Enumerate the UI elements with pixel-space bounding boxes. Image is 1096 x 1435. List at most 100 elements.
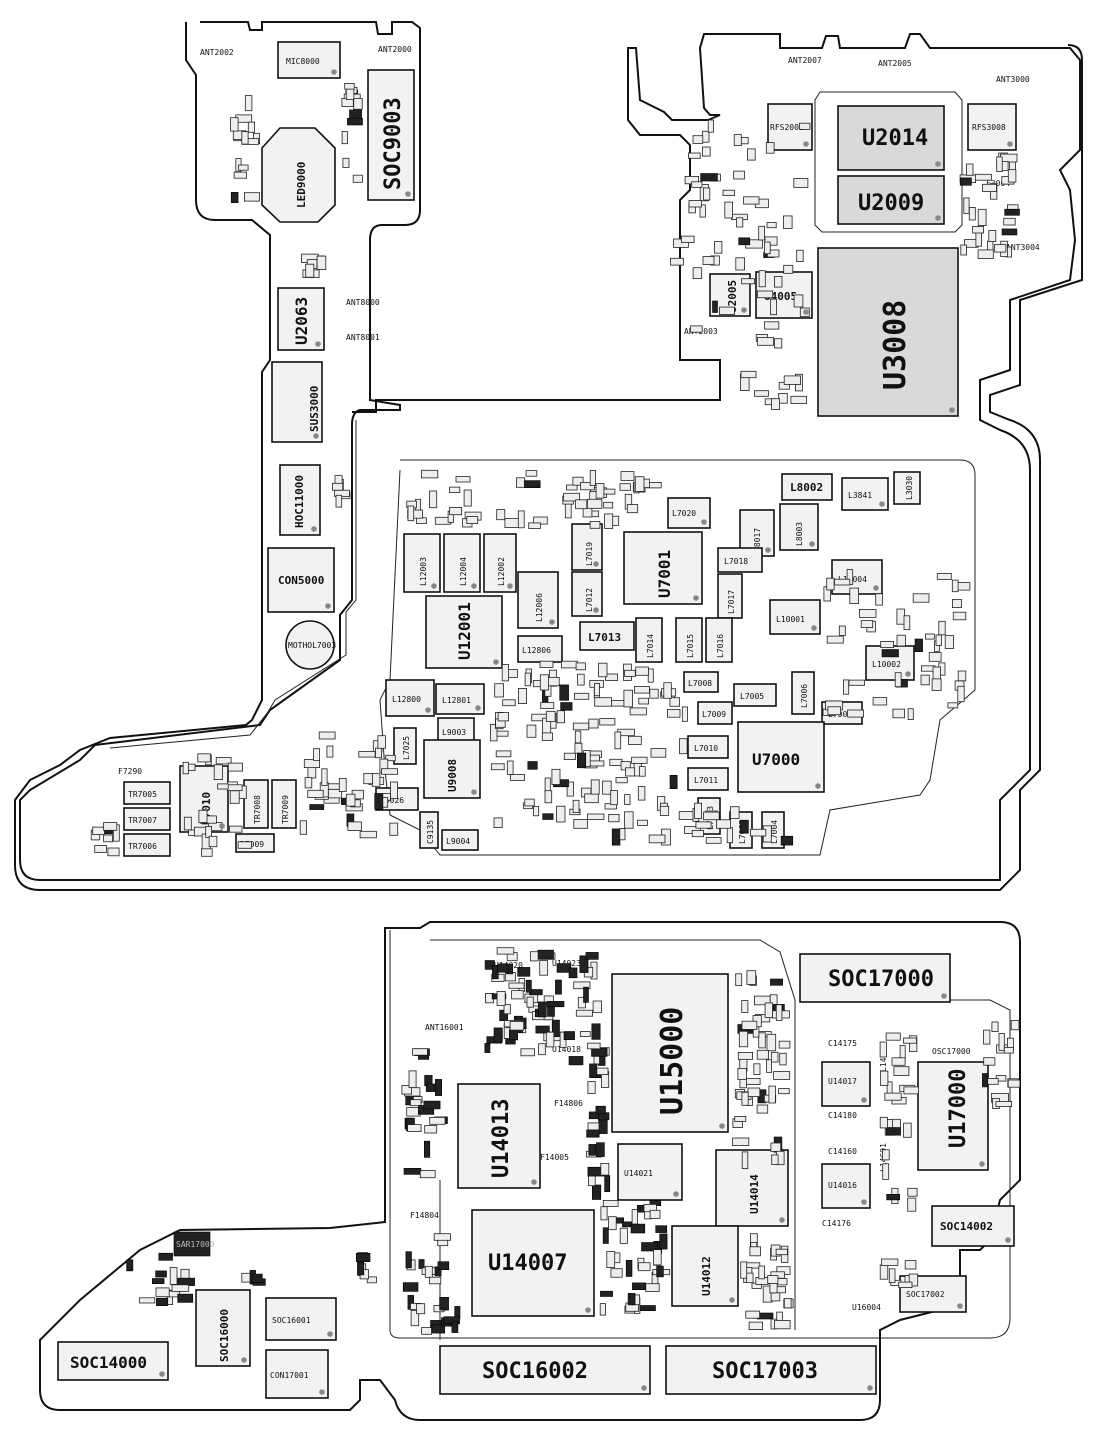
comp-u7000 <box>737 721 825 793</box>
pin1-marker <box>803 309 809 315</box>
smd-passive <box>885 1032 901 1041</box>
smd-passive <box>166 1289 173 1305</box>
smd-passive <box>528 522 541 529</box>
smd-passive <box>451 1321 459 1333</box>
label-l7018: L7018 <box>724 557 748 566</box>
smd-passive <box>171 1284 190 1292</box>
smd-passive <box>423 1100 441 1110</box>
smd-passive <box>659 805 670 816</box>
smd-passive <box>793 178 809 188</box>
smd-passive <box>703 187 711 201</box>
smd-passive <box>598 662 608 678</box>
comp-soc16001 <box>265 1297 337 1341</box>
label-u3008: U3008 <box>878 300 913 390</box>
smd-passive <box>770 1051 779 1063</box>
smd-passive <box>692 267 703 279</box>
smd-passive <box>496 509 506 521</box>
comp-l7008 <box>683 671 719 693</box>
smd-passive <box>335 494 343 508</box>
pin1-marker <box>585 1307 591 1313</box>
smd-passive <box>205 826 212 838</box>
smd-passive <box>614 731 622 750</box>
smd-passive <box>575 1009 593 1017</box>
comp-u17000 <box>917 1061 989 1171</box>
smd-passive <box>667 709 681 718</box>
comp-l3030 <box>893 471 921 505</box>
comp-tr7006 <box>123 833 171 857</box>
smd-passive <box>585 952 599 960</box>
smd-passive <box>860 620 874 628</box>
label-u2063: U2063 <box>292 297 311 345</box>
smd-passive <box>525 979 532 993</box>
smd-passive <box>596 1142 605 1157</box>
smd-passive <box>847 709 864 718</box>
smd-passive <box>741 1091 749 1106</box>
pin1-marker <box>719 1123 725 1129</box>
smd-passive <box>925 633 935 640</box>
smd-passive <box>843 679 850 695</box>
smd-passive <box>745 1310 760 1319</box>
smd-passive <box>627 1293 636 1306</box>
smd-passive <box>237 841 253 849</box>
smd-passive <box>885 1127 901 1136</box>
smd-passive <box>690 325 703 333</box>
smd-passive <box>620 471 635 481</box>
smd-passive <box>838 625 846 636</box>
smd-passive <box>600 1163 610 1176</box>
smd-passive <box>615 777 628 784</box>
smd-passive <box>580 481 595 491</box>
comp-l7010 <box>687 735 729 759</box>
smd-passive <box>349 109 362 118</box>
smd-passive <box>619 1227 628 1244</box>
smd-passive <box>416 517 427 524</box>
smd-passive <box>307 766 317 779</box>
smd-passive <box>963 197 970 214</box>
label-u7001: U7001 <box>655 550 674 598</box>
smd-passive <box>758 270 766 288</box>
smd-passive <box>778 1040 791 1049</box>
label-l7008: L7008 <box>688 679 712 688</box>
pin1-marker <box>701 519 707 525</box>
label-c14180: C14180 <box>828 1111 857 1120</box>
label-l8002: L8002 <box>790 481 823 494</box>
smd-passive <box>741 1151 749 1170</box>
comp-u3008 <box>817 247 959 417</box>
smd-passive <box>692 135 704 144</box>
smd-passive <box>449 486 461 494</box>
smd-passive <box>624 811 634 829</box>
smd-passive <box>774 1320 791 1330</box>
smd-passive <box>501 664 510 682</box>
smd-passive <box>914 638 923 652</box>
smd-passive <box>496 991 506 1006</box>
smd-passive <box>746 1272 754 1284</box>
smd-passive <box>741 278 755 285</box>
smd-passive <box>594 697 612 707</box>
smd-passive <box>610 790 618 806</box>
smd-passive <box>493 817 503 829</box>
label-tr7009: TR7009 <box>281 795 290 824</box>
comp-l7015 <box>675 617 703 663</box>
smd-passive <box>783 215 793 229</box>
label-l7025: L7025 <box>402 736 411 760</box>
smd-passive <box>739 819 749 834</box>
smd-passive <box>326 745 334 758</box>
smd-passive <box>610 1268 623 1278</box>
label-u17000: U17000 <box>946 1069 971 1148</box>
smd-passive <box>799 122 811 130</box>
smd-passive <box>563 752 576 761</box>
smd-passive <box>1007 1079 1021 1088</box>
pin1-marker <box>935 161 941 167</box>
smd-passive <box>783 1298 792 1309</box>
label-soc16002: SOC16002 <box>482 1359 588 1384</box>
label-con17001: CON17001 <box>270 1371 309 1380</box>
smd-passive <box>588 718 599 729</box>
smd-passive <box>754 390 769 397</box>
smd-passive <box>1004 208 1020 216</box>
smd-passive <box>694 802 702 819</box>
smd-passive <box>228 825 243 833</box>
smd-passive <box>904 1260 917 1270</box>
smd-passive <box>757 336 774 346</box>
label-l12801: L12801 <box>442 696 471 705</box>
smd-passive <box>707 119 714 133</box>
